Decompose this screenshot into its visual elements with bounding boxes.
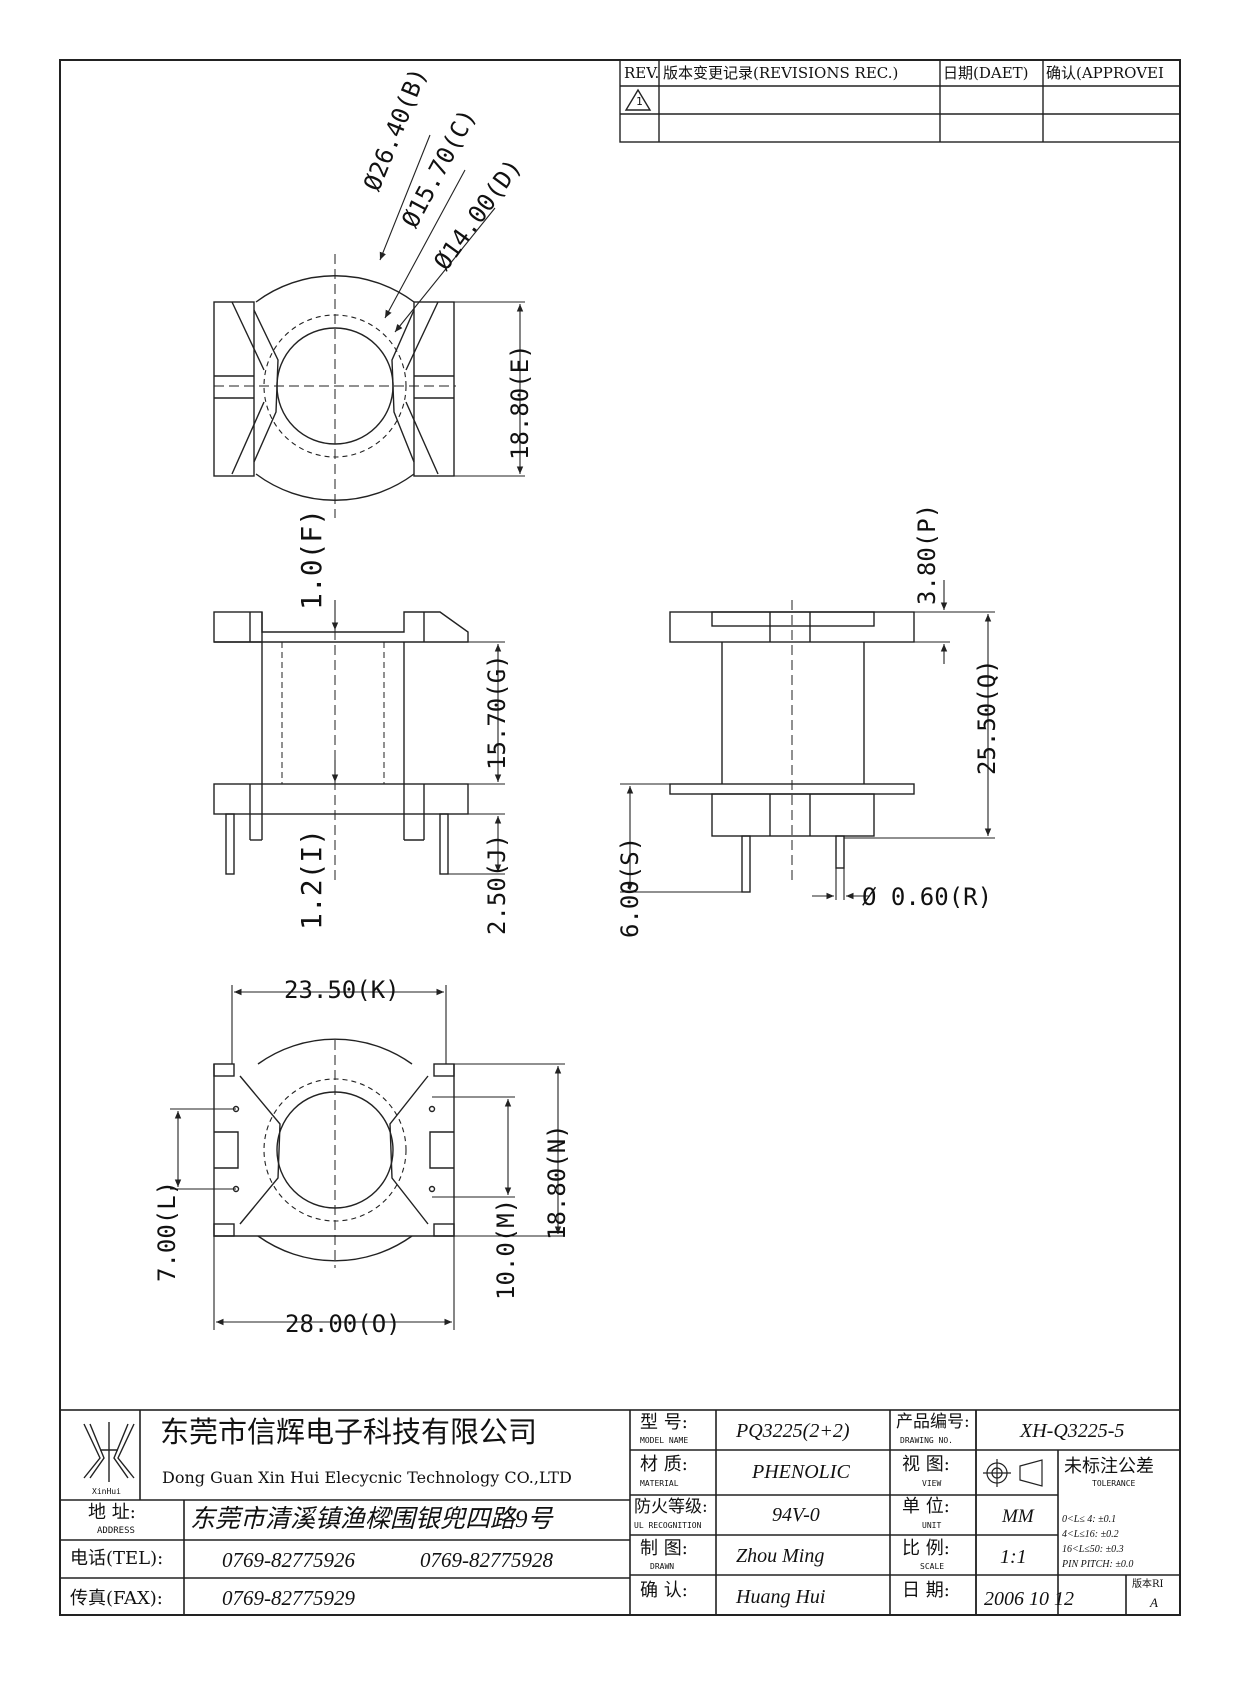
approve-header: 确认(APPROVEI xyxy=(1046,64,1164,82)
address-label-en: ADDRESS xyxy=(97,1526,135,1536)
side-view xyxy=(669,600,915,893)
dim-j: 2.50(J) xyxy=(483,833,511,935)
tolerance-label: 未标注公差 xyxy=(1064,1456,1154,1477)
dim-s: 6.00(S) xyxy=(616,836,644,938)
tolerance-label-en: TOLERANCE xyxy=(1092,1479,1136,1488)
tel-2: 0769-82775928 xyxy=(420,1548,553,1572)
version-label: 版本RI xyxy=(1132,1579,1164,1590)
dim-r: Ø 0.60(R) xyxy=(862,883,993,911)
model-label-en: MODEL NAME xyxy=(640,1436,689,1445)
dim-n: 18.80(N) xyxy=(543,1124,571,1240)
drawn-label-en: DRAWN xyxy=(650,1562,675,1571)
dim-i: 1.2(I) xyxy=(295,828,328,930)
side-view-dimension-lines xyxy=(620,580,995,900)
version-value: A xyxy=(1150,1595,1158,1610)
top-view-dimension-lines xyxy=(379,134,525,477)
date-header: 日期(DAET) xyxy=(943,64,1029,82)
unit-value: MM xyxy=(1002,1506,1034,1527)
view-label-en: VIEW xyxy=(922,1479,942,1488)
rev-symbol: 1 xyxy=(636,95,643,108)
title-block-grid xyxy=(59,1409,1181,1616)
address-label: 地 址: xyxy=(88,1502,136,1523)
tolerance-row: 4<L≤16: ±0.2 xyxy=(1062,1529,1119,1540)
model-value: PQ3225(2+2) xyxy=(736,1420,850,1442)
dim-q: 25.50(Q) xyxy=(973,659,1001,775)
projection-view-icon xyxy=(983,1459,1043,1487)
tolerance-row: 16<L≤50: ±0.3 xyxy=(1062,1544,1124,1555)
company-name-cn: 东莞市信辉电子科技有限公司 xyxy=(160,1415,538,1449)
unit-label: 单 位: xyxy=(902,1496,950,1517)
dim-f: 1.0(F) xyxy=(295,508,328,610)
xinhui-logo xyxy=(83,1422,135,1482)
model-label: 型 号: xyxy=(640,1412,688,1433)
ul-label-en: UL RECOGNITION xyxy=(634,1521,702,1530)
scale-value: 1:1 xyxy=(1000,1546,1027,1568)
scale-label: 比 例: xyxy=(902,1538,950,1559)
revision-table-grid xyxy=(619,59,1181,143)
date-value: 2006 10 12 xyxy=(984,1588,1074,1610)
tolerance-row: 0<L≤ 4: ±0.1 xyxy=(1062,1514,1117,1525)
date-label: 日 期: xyxy=(902,1580,950,1601)
dim-e: 18.80(E) xyxy=(506,344,534,460)
front-view xyxy=(213,600,469,880)
ul-value: 94V-0 xyxy=(772,1504,820,1526)
drawing-no-label: 产品编号: xyxy=(896,1412,970,1432)
check-label: 确 认: xyxy=(640,1580,688,1601)
top-view xyxy=(213,254,456,518)
address: 东莞市清溪镇渔樑围银兜四路9号 xyxy=(190,1506,553,1533)
drawn-label: 制 图: xyxy=(640,1538,688,1559)
dim-k: 23.50(K) xyxy=(284,976,400,1004)
front-view-dimension-lines xyxy=(331,600,505,875)
scale-label-en: SCALE xyxy=(920,1562,945,1571)
dim-m: 10.0(M) xyxy=(492,1198,520,1300)
material-label: 材 质: xyxy=(640,1454,688,1475)
drawing-no-value: XH-Q3225-5 xyxy=(1020,1420,1125,1442)
ul-label: 防火等级: xyxy=(634,1497,708,1517)
logo-text: XinHui xyxy=(92,1487,121,1496)
drawn-value: Zhou Ming xyxy=(736,1545,825,1567)
bottom-view-dimension-lines xyxy=(170,985,565,1330)
fax: 0769-82775929 xyxy=(222,1586,355,1610)
dim-o: 28.00(O) xyxy=(285,1310,401,1338)
dim-l: 7.00(L) xyxy=(153,1180,181,1282)
dim-p: 3.80(P) xyxy=(913,503,941,605)
bottom-view xyxy=(213,1038,455,1268)
drawing-no-label-en: DRAWING NO. xyxy=(900,1436,953,1445)
tolerance-row: PIN PITCH: ±0.0 xyxy=(1062,1559,1134,1570)
material-label-en: MATERIAL xyxy=(640,1479,679,1488)
tel-label: 电话(TEL): xyxy=(70,1548,164,1569)
view-label: 视 图: xyxy=(902,1454,950,1475)
rev-header: REV. xyxy=(624,64,660,82)
material-value: PHENOLIC xyxy=(752,1461,850,1483)
check-value: Huang Hui xyxy=(736,1586,826,1608)
fax-label: 传真(FAX): xyxy=(70,1588,163,1609)
company-name-en: Dong Guan Xin Hui Elecycnic Technology C… xyxy=(162,1468,572,1487)
revisions-header: 版本变更记录(REVISIONS REC.) xyxy=(663,64,899,82)
unit-label-en: UNIT xyxy=(922,1521,942,1530)
tel-1: 0769-82775926 xyxy=(222,1548,355,1572)
dim-g: 15.70(G) xyxy=(483,654,511,770)
